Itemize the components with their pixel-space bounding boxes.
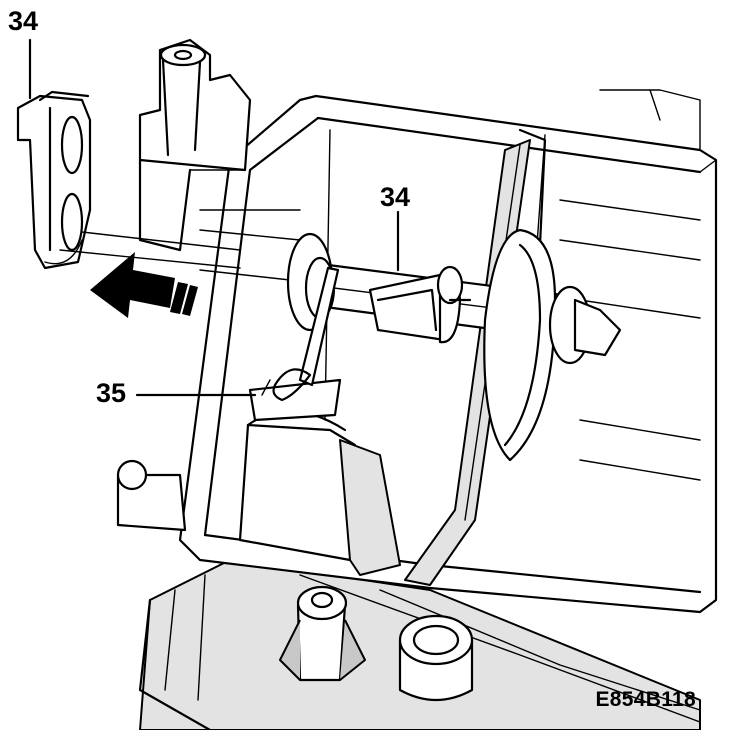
front-pegs: [279, 585, 474, 701]
clip-removed: [16, 90, 92, 270]
arrow-left-icon: [90, 252, 198, 318]
callout-34-removed: 34: [8, 6, 39, 36]
callout-34-installed: 34: [380, 182, 411, 212]
lever-actuator: [238, 266, 401, 576]
front-boss: [116, 459, 187, 532]
callout-35-lever: 35: [96, 378, 127, 408]
shaft-disk-right: [483, 228, 622, 462]
mounting-post: [138, 38, 301, 281]
clip-installed: [368, 265, 472, 344]
leader-lines: [28, 38, 400, 397]
figure-reference: E854B118: [595, 688, 696, 711]
